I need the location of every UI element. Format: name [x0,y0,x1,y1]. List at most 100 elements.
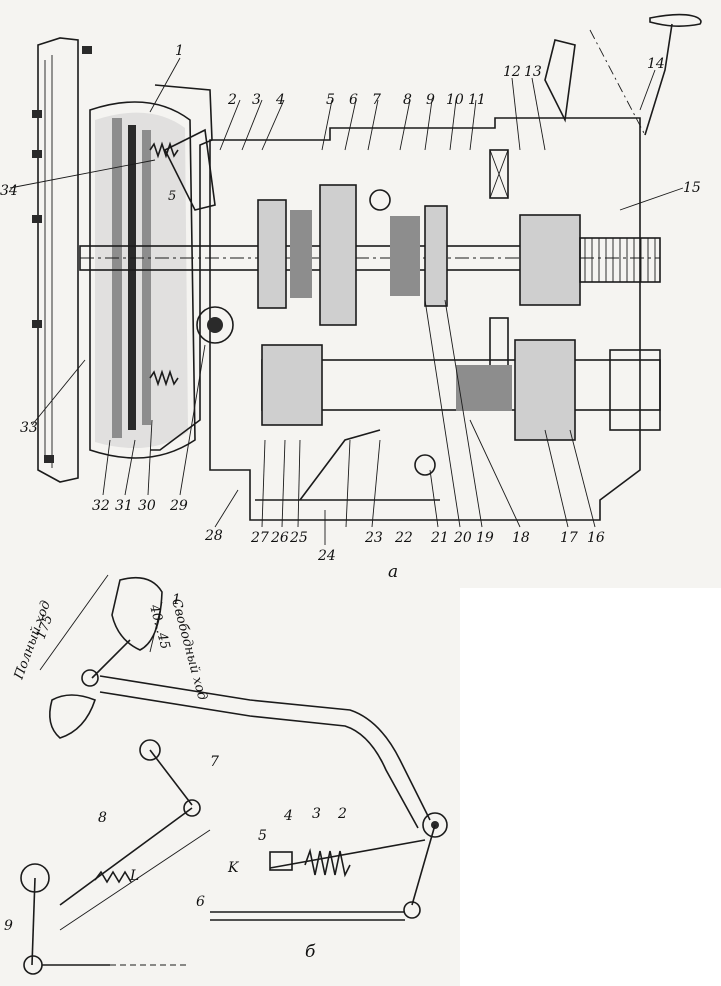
point-label-k: K [227,860,240,876]
part-label-3: 3 [252,92,261,108]
rear-cover-boss [609,349,661,431]
output-shaft-splines [584,238,656,282]
bellcrank-lower-eye [403,901,421,919]
part-label-28: 28 [204,528,223,544]
part-label-5: 5 [326,92,335,108]
part-label-29: 29 [169,498,188,514]
part-label-17: 17 [560,530,578,546]
clutch-pressure-plate [142,130,151,425]
part-label-13: 13 [524,64,542,80]
part-label-15: 15 [683,180,701,196]
dim-length-text: L [129,868,139,884]
part-label-23: 23 [364,530,383,546]
dim-line-length [59,829,211,931]
part-label-19: 19 [476,530,494,546]
gear-4 [390,216,420,296]
linkage-label-8: 8 [98,810,107,826]
rod-8-spring [94,870,132,884]
part-labels-a: 1 2 3 4 5 6 7 8 9 10 11 12 13 14 15 16 1… [0,43,701,564]
part-label-7: 7 [372,92,381,108]
part-label-1: 1 [175,43,184,59]
clutch-cover [150,84,213,451]
shift-tower [544,39,576,123]
linkage-label-3: 3 [312,806,321,822]
gear-lever-knob [649,13,702,27]
bellcrank-pivot [422,812,448,838]
part-label-10: 10 [446,92,464,108]
part-label-2: 2 [227,92,237,108]
part-label-14: 14 [647,56,665,72]
output-gear [519,214,581,306]
clutch-spring-lower [149,369,179,387]
clutch-disc-driven [128,125,136,430]
part-label-34: 34 [0,183,18,199]
part-label-9: 9 [426,92,435,108]
part-labels-b: 1 2 3 4 5 6 7 8 9 [4,592,347,934]
part-label-25: 25 [289,530,308,546]
bearing-29-core [207,317,223,333]
linkage-label-4: 4 [283,808,293,824]
clutch-spring-upper [149,141,179,159]
part-label-32: 32 [92,498,110,514]
part-label-16: 16 [587,530,605,546]
bearing-lower [489,317,509,367]
part-label-30: 30 [138,498,156,514]
dim-free-travel-text: Свободный ход [168,597,210,702]
flywheel [89,101,196,459]
pedal-arm [91,639,131,679]
long-tube-rod-bottom [99,691,419,829]
gear-lever [644,23,673,136]
part-label-4: 4 [275,92,285,108]
gear-2 [290,210,312,298]
lever-7 [149,749,193,806]
shift-shaft-8 [369,189,391,211]
linkage-label-9: 9 [4,918,13,934]
linkage-label-2: 2 [337,806,347,822]
part-label-8: 8 [403,92,412,108]
linkage-label-7: 7 [210,754,219,770]
part-label-11: 11 [468,92,486,108]
linkage-label-5: 5 [258,828,267,844]
part-label-22: 22 [394,530,413,546]
lever-7-eye [183,799,201,817]
bearing-29 [196,306,234,344]
part-label-12: 12 [503,64,521,80]
rod-8 [59,807,193,906]
flywheel-housing [37,37,79,483]
gear-3 [319,184,357,326]
bearing-upper-cross-b [489,149,509,199]
dim-line-full-travel [39,574,109,671]
bearing-upper [489,149,509,199]
caption-b: б [305,942,316,962]
bellcrank-arm [411,824,436,906]
countershaft-gear-b [514,339,576,441]
shift-fork [299,429,381,501]
dim-line-free-travel [149,601,163,653]
gear-5 [424,205,448,307]
housing-bolts [32,46,92,463]
part-label-27: 27 [250,530,269,546]
spring-bracket-4 [269,851,293,871]
spring-rod [269,839,426,869]
release-lever [163,128,216,211]
gearbox-section-drawing: 1 2 3 4 5 6 7 8 9 10 11 12 13 14 15 16 1… [0,13,702,582]
gearbox-housing [209,117,641,521]
long-tube-rod-top [99,675,431,821]
pedal-pivot [81,669,99,687]
part-label-31: 31 [115,498,133,514]
linkage-label-6: 6 [196,894,205,910]
gear-1 [257,199,287,309]
part-label-33: 33 [20,420,38,436]
part-label-20: 20 [453,530,472,546]
countershaft-sleeve [456,365,512,411]
gear-lever-axis [589,29,646,136]
lever-9 [31,877,36,966]
part-label-26: 26 [270,530,289,546]
leader-lines-a [9,57,684,545]
clutch-disc-front [112,118,122,438]
part-label-18: 18 [512,530,530,546]
pedal-pad-lower [49,694,96,739]
clutch-linkage-drawing: Полный ход 175 40...45 Свободный ход L K… [4,574,448,975]
